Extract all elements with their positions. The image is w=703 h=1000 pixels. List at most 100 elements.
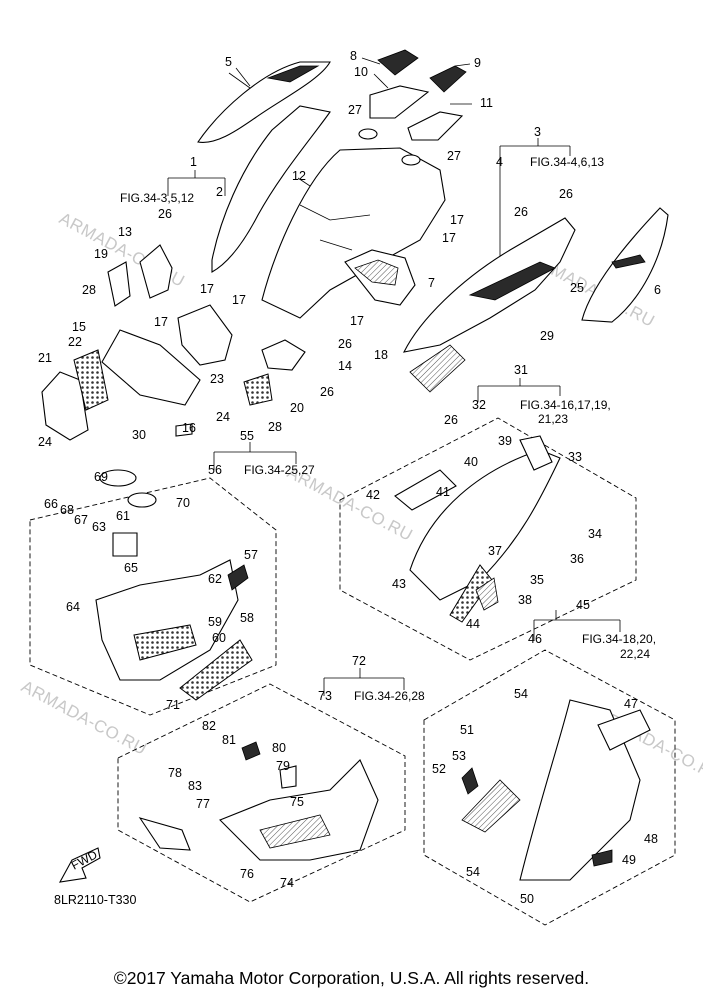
svg-text:36: 36 — [570, 552, 584, 566]
svg-text:20: 20 — [290, 401, 304, 415]
svg-text:26: 26 — [559, 187, 573, 201]
part-2-side-panel — [211, 105, 331, 273]
svg-text:80: 80 — [272, 741, 286, 755]
grommets-27 — [358, 128, 421, 166]
svg-text:83: 83 — [188, 779, 202, 793]
svg-text:11: 11 — [480, 96, 493, 110]
svg-text:72: 72 — [352, 654, 366, 668]
svg-text:65: 65 — [124, 561, 138, 575]
svg-text:10: 10 — [354, 65, 368, 79]
svg-text:71: 71 — [166, 698, 180, 712]
svg-text:77: 77 — [196, 797, 210, 811]
svg-text:17: 17 — [232, 293, 246, 307]
part-15-duct — [101, 329, 201, 406]
svg-text:33: 33 — [568, 450, 582, 464]
svg-text:19: 19 — [94, 247, 108, 261]
svg-text:53: 53 — [452, 749, 466, 763]
svg-text:2: 2 — [216, 185, 223, 199]
svg-text:16: 16 — [182, 421, 196, 435]
svg-text:48: 48 — [644, 832, 658, 846]
section-45-box — [423, 649, 676, 926]
svg-text:82: 82 — [202, 719, 216, 733]
svg-text:49: 49 — [622, 853, 636, 867]
svg-text:29: 29 — [540, 329, 554, 343]
svg-text:FIG.34-16,17,19,: FIG.34-16,17,19, — [520, 398, 611, 412]
parts-8-11-vents — [369, 49, 467, 141]
svg-text:69: 69 — [94, 470, 108, 484]
parts-46-54 — [461, 699, 651, 881]
svg-text:30: 30 — [132, 428, 146, 442]
svg-text:43: 43 — [392, 577, 406, 591]
svg-text:74: 74 — [280, 876, 294, 890]
part-19-cover — [107, 261, 131, 307]
svg-text:23: 23 — [210, 372, 224, 386]
svg-text:59: 59 — [208, 615, 222, 629]
svg-text:7: 7 — [428, 276, 435, 290]
svg-text:26: 26 — [338, 337, 352, 351]
svg-text:70: 70 — [176, 496, 190, 510]
leader-lines — [167, 57, 621, 696]
svg-text:37: 37 — [488, 544, 502, 558]
part-12-front-cowl — [261, 147, 446, 319]
svg-text:78: 78 — [168, 766, 182, 780]
svg-text:17: 17 — [442, 231, 456, 245]
svg-text:6: 6 — [654, 283, 661, 297]
svg-text:28: 28 — [268, 420, 282, 434]
section-31-box — [339, 417, 637, 661]
svg-text:14: 14 — [338, 359, 352, 373]
svg-text:12: 12 — [292, 169, 306, 183]
part-7-bracket — [344, 249, 416, 306]
svg-text:13: 13 — [118, 225, 132, 239]
svg-text:46: 46 — [528, 632, 542, 646]
svg-text:32: 32 — [472, 398, 486, 412]
svg-text:31: 31 — [514, 363, 528, 377]
svg-text:62: 62 — [208, 572, 222, 586]
svg-text:54: 54 — [466, 865, 480, 879]
svg-text:17: 17 — [200, 282, 214, 296]
fwd-arrow-icon: FWD — [58, 847, 101, 883]
svg-text:61: 61 — [116, 509, 130, 523]
svg-text:55: 55 — [240, 429, 254, 443]
svg-text:26: 26 — [158, 207, 172, 221]
svg-text:FIG.34-4,6,13: FIG.34-4,6,13 — [530, 155, 604, 169]
svg-text:58: 58 — [240, 611, 254, 625]
svg-text:45: 45 — [576, 598, 590, 612]
svg-text:22,24: 22,24 — [620, 647, 650, 661]
svg-text:51: 51 — [460, 723, 474, 737]
svg-text:68: 68 — [60, 503, 74, 517]
svg-text:60: 60 — [212, 631, 226, 645]
part-22-mesh — [73, 349, 109, 411]
svg-text:8: 8 — [350, 49, 357, 63]
part-23-panel — [177, 304, 233, 366]
svg-text:27: 27 — [447, 149, 461, 163]
section-72-box — [117, 683, 406, 903]
svg-text:25: 25 — [570, 281, 584, 295]
svg-text:1: 1 — [190, 155, 197, 169]
svg-text:26: 26 — [444, 413, 458, 427]
svg-text:44: 44 — [466, 617, 480, 631]
svg-text:24: 24 — [38, 435, 52, 449]
svg-text:76: 76 — [240, 867, 254, 881]
callouts: 5 8 9 10 11 27 27 1 2 12 FIG.34-3,5,12 2… — [38, 49, 661, 907]
svg-text:3: 3 — [534, 125, 541, 139]
svg-text:79: 79 — [276, 759, 290, 773]
figure-code: 8LR2110-T330 — [54, 893, 137, 907]
part-20-mesh — [243, 373, 273, 406]
svg-text:64: 64 — [66, 600, 80, 614]
svg-text:50: 50 — [520, 892, 534, 906]
svg-text:17: 17 — [350, 314, 364, 328]
svg-text:81: 81 — [222, 733, 236, 747]
parts-73-83 — [138, 741, 379, 861]
svg-text:FIG.34-25,27: FIG.34-25,27 — [244, 463, 315, 477]
svg-text:28: 28 — [82, 283, 96, 297]
svg-text:17: 17 — [450, 213, 464, 227]
part-21-panel — [41, 371, 89, 441]
svg-text:57: 57 — [244, 548, 258, 562]
svg-text:34: 34 — [588, 527, 602, 541]
svg-text:39: 39 — [498, 434, 512, 448]
part-13-bracket — [139, 244, 173, 299]
svg-text:22: 22 — [68, 335, 82, 349]
svg-text:47: 47 — [624, 697, 638, 711]
svg-text:15: 15 — [72, 320, 86, 334]
svg-text:21: 21 — [38, 351, 52, 365]
